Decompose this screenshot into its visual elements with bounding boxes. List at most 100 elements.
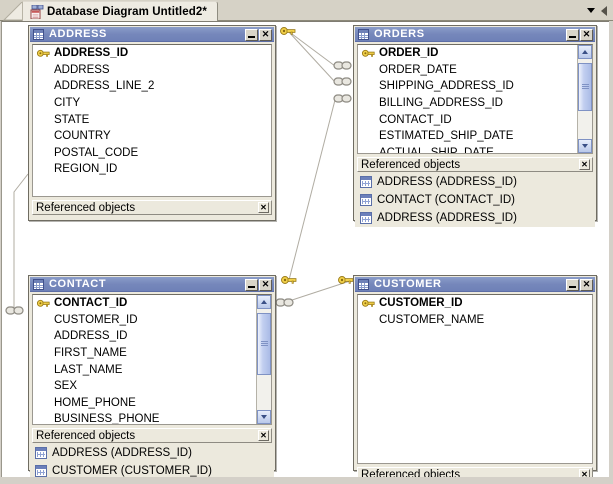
referenced-objects-bar[interactable]: Referenced objects✕	[357, 157, 593, 172]
close-button[interactable]: ✕	[580, 279, 593, 291]
column-row[interactable]: COUNTRY	[33, 128, 271, 145]
close-button[interactable]: ✕	[259, 279, 272, 291]
scroll-thumb[interactable]	[578, 63, 592, 111]
column-row[interactable]: FIRST_NAME	[33, 345, 256, 362]
tab-label: Database Diagram Untitled2*	[47, 5, 207, 18]
column-row[interactable]: ORDER_DATE	[358, 62, 577, 79]
referenced-object-item[interactable]: ADDRESS (ADDRESS_ID)	[30, 444, 274, 462]
relationship-endpoint-chain-orders-billing[interactable]	[333, 76, 353, 90]
primary-key-icon	[36, 298, 50, 309]
column-row[interactable]: CUSTOMER_ID	[358, 295, 592, 312]
referenced-objects-close-icon[interactable]: ✕	[579, 469, 590, 477]
relationship-endpoint-chain-orders-contact[interactable]	[333, 93, 353, 107]
scroll-thumb[interactable]	[257, 313, 271, 375]
column-name: ADDRESS_ID	[54, 330, 128, 343]
tab-database-diagram[interactable]: Database Diagram Untitled2*	[22, 1, 218, 21]
table-title-bar[interactable]: ADDRESS✕	[30, 27, 274, 42]
referenced-objects-list[interactable]: ADDRESS (ADDRESS_ID)CONTACT (CONTACT_ID)…	[355, 173, 595, 227]
column-row[interactable]: CONTACT_ID	[358, 111, 577, 128]
table-icon	[360, 176, 372, 188]
column-row[interactable]: ORDER_ID	[358, 45, 577, 62]
minimize-button[interactable]	[566, 29, 579, 41]
column-row[interactable]: ADDRESS	[33, 62, 271, 79]
table-title-bar[interactable]: ORDERS✕	[355, 27, 595, 42]
table-grid-icon	[358, 28, 369, 40]
table-grid-icon	[33, 278, 44, 290]
referenced-object-item[interactable]: ADDRESS (ADDRESS_ID)	[355, 173, 595, 191]
close-button[interactable]: ✕	[259, 29, 272, 41]
column-row[interactable]: SHIPPING_ADDRESS_ID	[358, 78, 577, 95]
close-button[interactable]: ✕	[580, 29, 593, 41]
referenced-objects-bar[interactable]: Referenced objects✕	[32, 428, 272, 443]
relationship-endpoint-key-contact[interactable]	[281, 274, 299, 289]
referenced-objects-label: Referenced objects	[361, 468, 461, 478]
column-row[interactable]: ADDRESS_ID	[33, 328, 256, 345]
scroll-up-button[interactable]	[578, 45, 592, 59]
primary-key-icon	[361, 48, 375, 59]
column-name: POSTAL_CODE	[54, 146, 139, 159]
referenced-object-item[interactable]: CONTACT (CONTACT_ID)	[355, 191, 595, 209]
column-row[interactable]: BUSINESS_PHONE	[33, 411, 256, 424]
column-row[interactable]: BILLING_ADDRESS_ID	[358, 95, 577, 112]
minimize-button[interactable]	[245, 279, 258, 291]
column-row[interactable]: ACTUAL_SHIP_DATE	[358, 145, 577, 153]
table-icon	[360, 212, 372, 224]
table-title-bar[interactable]: CONTACT✕	[30, 277, 274, 292]
table-title-bar[interactable]: CUSTOMER✕	[355, 277, 595, 292]
column-name: FIRST_NAME	[54, 347, 127, 360]
referenced-objects-close-icon[interactable]: ✕	[579, 159, 590, 170]
referenced-objects-list[interactable]: ADDRESS (ADDRESS_ID)CUSTOMER (CUSTOMER_I…	[30, 444, 274, 477]
referenced-objects-bar[interactable]: Referenced objects ✕	[357, 467, 593, 477]
column-row[interactable]: STATE	[33, 111, 271, 128]
relationship-endpoint-chain-contact-address[interactable]	[5, 305, 25, 319]
column-row[interactable]: ESTIMATED_SHIP_DATE	[358, 128, 577, 145]
table-window-buttons: ✕	[566, 279, 593, 291]
column-name: SEX	[54, 380, 78, 393]
column-name: SHIPPING_ADDRESS_ID	[379, 80, 514, 93]
column-row[interactable]: CITY	[33, 95, 271, 112]
vertical-scrollbar[interactable]	[577, 45, 592, 153]
scroll-up-button[interactable]	[257, 295, 271, 309]
column-row[interactable]: CUSTOMER_ID	[33, 312, 256, 329]
relationship-endpoint-chain-contact-customer[interactable]	[275, 297, 295, 311]
vertical-scrollbar[interactable]	[256, 295, 271, 424]
referenced-object-item[interactable]: CUSTOMER (CUSTOMER_ID)	[30, 462, 274, 477]
diagram-icon	[29, 4, 44, 20]
table-window-buttons: ✕	[245, 29, 272, 41]
column-row[interactable]: ADDRESS_LINE_2	[33, 78, 271, 95]
triangle-left-icon[interactable]	[601, 5, 607, 16]
table-grid-icon	[358, 278, 369, 290]
column-name: STATE	[54, 113, 90, 126]
column-row[interactable]: CUSTOMER_NAME	[358, 312, 592, 329]
column-row[interactable]: HOME_PHONE	[33, 395, 256, 412]
column-row[interactable]: LAST_NAME	[33, 361, 256, 378]
scroll-down-button[interactable]	[257, 410, 271, 424]
column-row[interactable]: CONTACT_ID	[33, 295, 256, 312]
relationship-endpoint-key-address[interactable]	[280, 25, 298, 40]
column-name: ORDER_DATE	[379, 63, 457, 76]
column-row[interactable]: SEX	[33, 378, 256, 395]
minimize-button[interactable]	[566, 279, 579, 291]
column-row[interactable]: ADDRESS_ID	[33, 45, 271, 62]
referenced-objects-bar[interactable]: Referenced objects ✕	[32, 200, 272, 215]
column-row[interactable]: REGION_ID	[33, 161, 271, 178]
relationship-endpoint-chain-orders-shipping[interactable]	[333, 60, 353, 74]
chevron-down-icon[interactable]	[587, 8, 595, 13]
scroll-down-button[interactable]	[578, 139, 592, 153]
referenced-objects-close-icon[interactable]: ✕	[258, 430, 269, 441]
column-name: CUSTOMER_NAME	[379, 313, 485, 326]
minimize-button[interactable]	[245, 29, 258, 41]
referenced-object-item[interactable]: ADDRESS (ADDRESS_ID)	[355, 209, 595, 227]
referenced-objects-close-icon[interactable]: ✕	[258, 202, 269, 213]
column-row[interactable]: POSTAL_CODE	[33, 145, 271, 162]
referenced-objects-label: Referenced objects	[36, 201, 136, 214]
